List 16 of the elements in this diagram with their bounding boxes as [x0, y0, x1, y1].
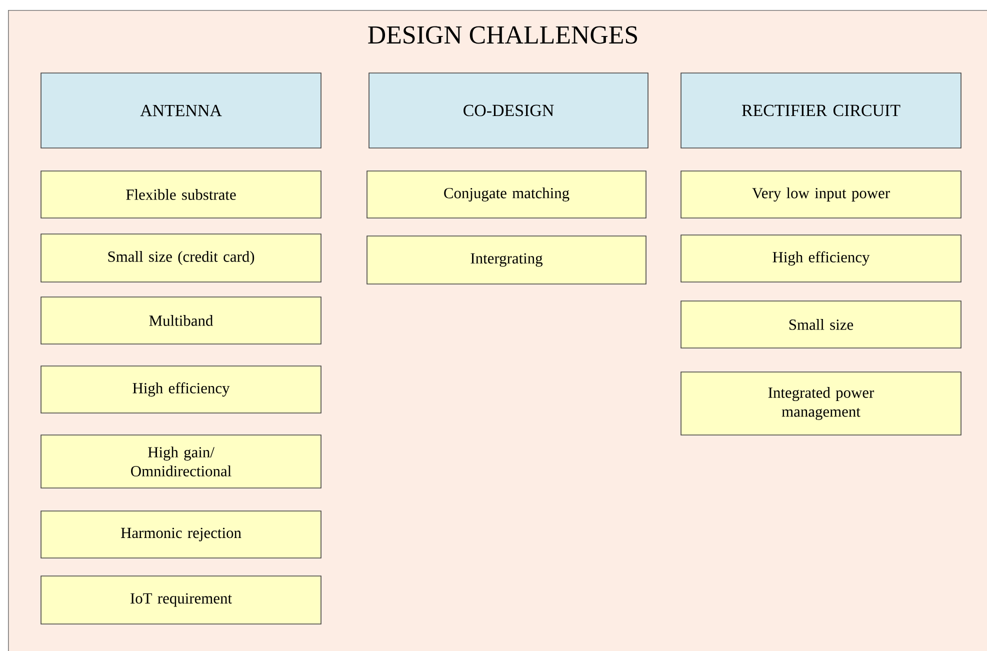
challenge-box: Multiband [40, 296, 322, 344]
challenge-box: Small size [680, 300, 962, 348]
category-box: ANTENNA [40, 72, 322, 148]
challenge-box: IoT requirement [40, 576, 322, 624]
category-box: CO-DESIGN [368, 72, 648, 148]
category-box: RECTIFIER CIRCUIT [680, 72, 962, 148]
challenge-box: High efficiency [40, 366, 322, 414]
challenge-box: High efficiency [680, 234, 962, 282]
challenge-box: Small size (credit card) [40, 234, 322, 282]
challenge-box: Very low input power [680, 170, 962, 218]
challenge-box: Conjugate matching [366, 170, 646, 218]
challenge-box: Intergrating [366, 236, 646, 284]
challenge-box: Harmonic rejection [40, 510, 322, 558]
challenge-box: High gain/ Omnidirectional [40, 434, 322, 488]
challenge-box: Flexible substrate [40, 170, 322, 218]
challenge-box: Integrated power management [680, 372, 962, 436]
